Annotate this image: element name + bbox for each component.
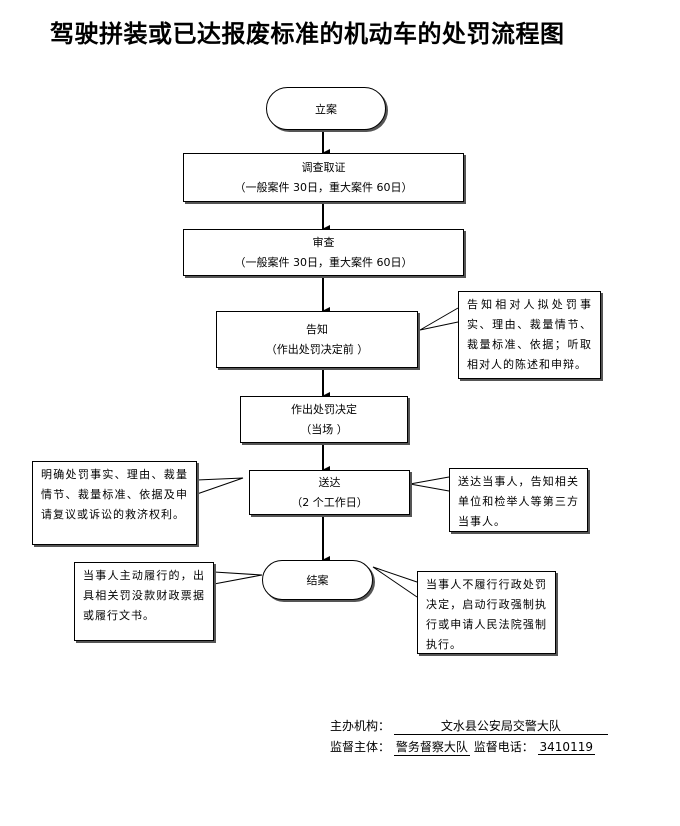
- note-gaozhi: 告知相对人拟处罚事实、理由、裁量情节、裁量标准、依据；听取相对人的陈述和申辩。: [458, 291, 601, 379]
- pointer-songda-right: [409, 476, 450, 492]
- footer-sup-value: 警务督察大队: [393, 740, 470, 756]
- footer-supervision: 监督主体： 警务督察大队 监督电话： 3410119: [330, 738, 595, 756]
- pointer-jiean-right: [372, 566, 418, 598]
- footer-tel-value: 3410119: [537, 740, 595, 755]
- step-songda: 送达 （2 个工作日）: [249, 470, 410, 515]
- footer-org-value: 文水县公安局交警大队: [393, 717, 608, 735]
- footer-org-label: 主办机构：: [330, 719, 391, 733]
- step-shencha-sub: （一般案件 30日，重大案件 60日）: [234, 255, 413, 269]
- pointer-gaozhi: [419, 307, 459, 331]
- footer-tel-label: 监督电话：: [473, 740, 534, 754]
- step-gaozhi-title: 告知: [306, 322, 328, 336]
- step-jiean-label: 结案: [306, 574, 329, 587]
- step-jiean: 结案: [262, 560, 373, 600]
- step-songda-title: 送达: [318, 475, 341, 489]
- note-jiean-right: 当事人不履行行政处罚决定，启动行政强制执行或申请人民法院强制执行。: [417, 571, 556, 654]
- step-gaozhi-sub: （作出处罚决定前 ）: [265, 342, 369, 356]
- step-gaozhi: 告知 （作出处罚决定前 ）: [216, 311, 418, 368]
- step-diaocha: 调查取证 （一般案件 30日，重大案件 60日）: [183, 153, 464, 202]
- step-diaocha-sub: （一般案件 30日，重大案件 60日）: [234, 180, 413, 194]
- step-songda-sub: （2 个工作日）: [291, 495, 368, 509]
- step-shencha-title: 审查: [312, 235, 335, 249]
- note-songda-right: 送达当事人，告知相关单位和检举人等第三方当事人。: [449, 468, 588, 532]
- note-jiean-left: 当事人主动履行的，出具相关罚没款财政票据或履行文书。: [74, 562, 214, 641]
- step-lian: 立案: [266, 87, 386, 130]
- step-diaocha-title: 调查取证: [301, 160, 346, 174]
- step-juedi-sub: （当场 ）: [300, 422, 348, 436]
- step-juedi-title: 作出处罚决定: [291, 402, 357, 416]
- step-juedi: 作出处罚决定 （当场 ）: [240, 396, 408, 443]
- pointer-songda-left: [196, 477, 244, 495]
- footer-org: 主办机构： 文水县公安局交警大队: [330, 717, 608, 735]
- page-title: 驾驶拼装或已达报废标准的机动车的处罚流程图: [50, 20, 565, 48]
- pointer-jiean-left: [213, 571, 263, 585]
- note-songda-left: 明确处罚事实、理由、裁量情节、裁量标准、依据及申请复议或诉讼的救济权利。: [32, 461, 197, 545]
- step-shencha: 审查 （一般案件 30日，重大案件 60日）: [183, 229, 464, 276]
- footer-sup-label: 监督主体：: [330, 740, 391, 754]
- step-lian-label: 立案: [315, 102, 337, 116]
